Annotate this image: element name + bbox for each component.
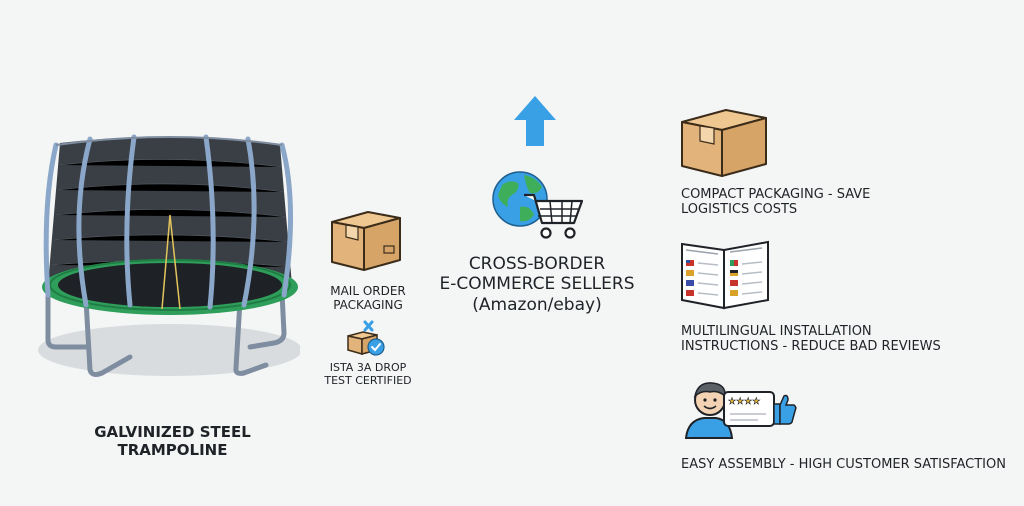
- product-title-line2: TRAMPOLINE: [117, 440, 228, 459]
- packaging-label-line2: PACKAGING: [333, 298, 403, 313]
- up-arrow-icon: [512, 94, 558, 148]
- happy-customer-icon: ★★★★: [680, 374, 798, 440]
- sellers-label: CROSS-BORDER E-COMMERCE SELLERS (Amazon/…: [432, 254, 642, 315]
- svg-text:★★★★: ★★★★: [728, 397, 760, 407]
- benefit-assembly-label: EASY ASSEMBLY - HIGH CUSTOMER SATISFACTI…: [681, 457, 1024, 472]
- benefit-compact-line2: LOGISTICS COSTS: [681, 202, 798, 218]
- sellers-line2: E-COMMERCE SELLERS: [439, 274, 635, 295]
- drop-test-line2: TEST CERTIFIED: [324, 373, 412, 387]
- benefit-multilingual-label: MULTILINGUAL INSTALLATION INSTRUCTIONS -…: [681, 324, 981, 355]
- trampoline-illustration: [30, 125, 300, 385]
- product-title-line1: GALVINIZED STEEL: [94, 423, 251, 441]
- drop-test-icon: [345, 320, 387, 358]
- product-title: GALVINIZED STEEL TRAMPOLINE: [85, 423, 260, 459]
- benefit-compact-label: COMPACT PACKAGING - SAVE LOGISTICS COSTS: [681, 187, 941, 218]
- drop-test-label: ISTA 3A DROP TEST CERTIFIED: [315, 361, 421, 388]
- benefit-box-icon: [678, 100, 770, 180]
- benefit-assembly-line1: EASY ASSEMBLY - HIGH CUSTOMER SATISFACTI…: [681, 457, 1006, 472]
- benefit-multilingual-line1: MULTILINGUAL INSTALLATION: [681, 324, 872, 339]
- benefit-multilingual-line2: INSTRUCTIONS - REDUCE BAD REVIEWS: [681, 339, 941, 355]
- drop-test-line1: ISTA 3A DROP: [329, 361, 407, 374]
- packaging-label: MAIL ORDER PACKAGING: [320, 284, 416, 312]
- sellers-line3: (Amazon/ebay): [472, 294, 602, 315]
- globe-cart-icon: [490, 165, 590, 245]
- manual-flags-icon: [678, 238, 772, 310]
- benefit-compact-line1: COMPACT PACKAGING - SAVE: [681, 187, 871, 202]
- packaging-label-line1: MAIL ORDER: [330, 284, 406, 298]
- cardboard-box-icon: [328, 204, 404, 274]
- sellers-line1: CROSS-BORDER: [468, 254, 606, 274]
